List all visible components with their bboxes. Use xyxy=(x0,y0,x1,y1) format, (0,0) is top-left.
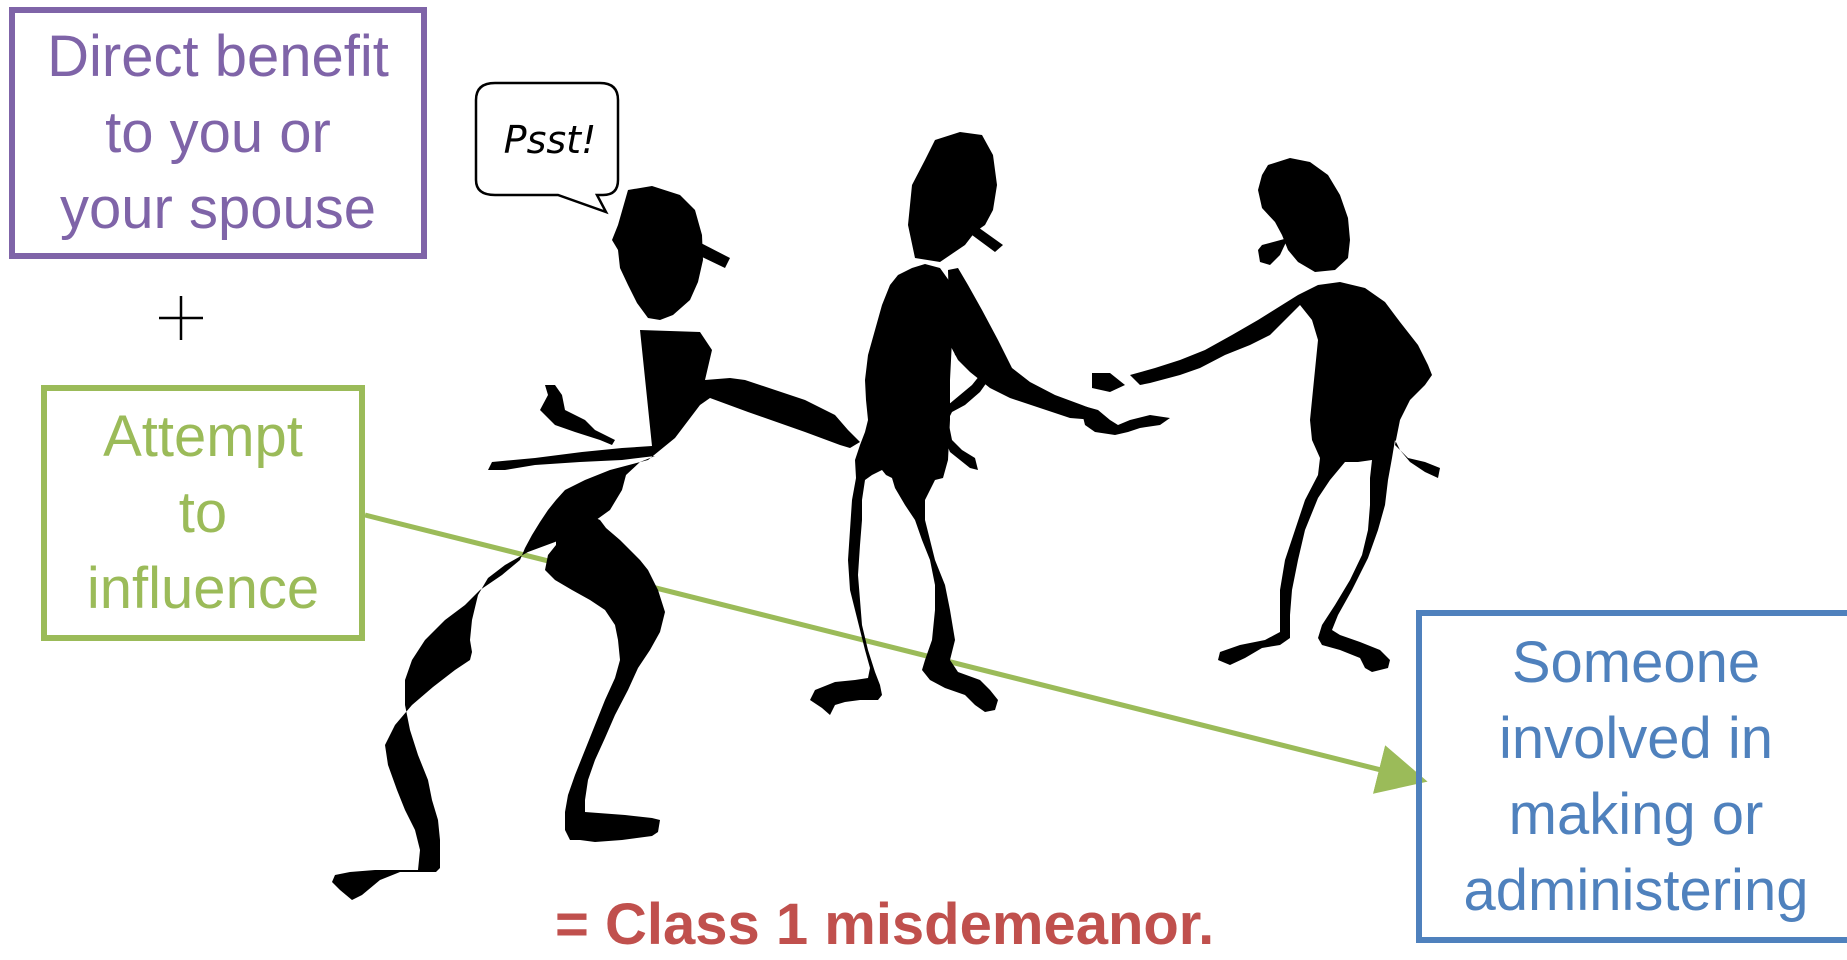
handshake xyxy=(1080,373,1170,435)
attempt-line-3: influence xyxy=(86,556,320,621)
attempt-line-1: Attempt xyxy=(103,404,303,469)
someone-line-4: administering xyxy=(1463,857,1809,923)
someone-line-2: involved in xyxy=(1498,705,1774,771)
benefit-line-1: Direct benefit xyxy=(47,24,389,89)
whispering-figure xyxy=(332,186,860,900)
benefit-line-2: to you or xyxy=(105,100,331,165)
speech-bubble xyxy=(474,81,620,215)
attempt-line-2: to xyxy=(178,480,228,545)
someone-line-1: Someone xyxy=(1511,629,1761,695)
direct-benefit-box: Direct benefit to you or your spouse xyxy=(9,7,427,259)
speech-bubble-text: Psst! xyxy=(503,118,597,162)
benefit-line-3: your spouse xyxy=(60,176,376,241)
someone-line-3: making or xyxy=(1508,781,1764,847)
middle-figure xyxy=(810,132,1100,715)
someone-involved-box: Someone involved in making or administer… xyxy=(1416,610,1847,943)
result-text: = Class 1 misdemeanor. xyxy=(555,892,1215,957)
plus-operator xyxy=(159,296,203,340)
attempt-to-influence-box: Attempt to influence xyxy=(41,385,365,641)
right-figure xyxy=(1130,158,1440,672)
